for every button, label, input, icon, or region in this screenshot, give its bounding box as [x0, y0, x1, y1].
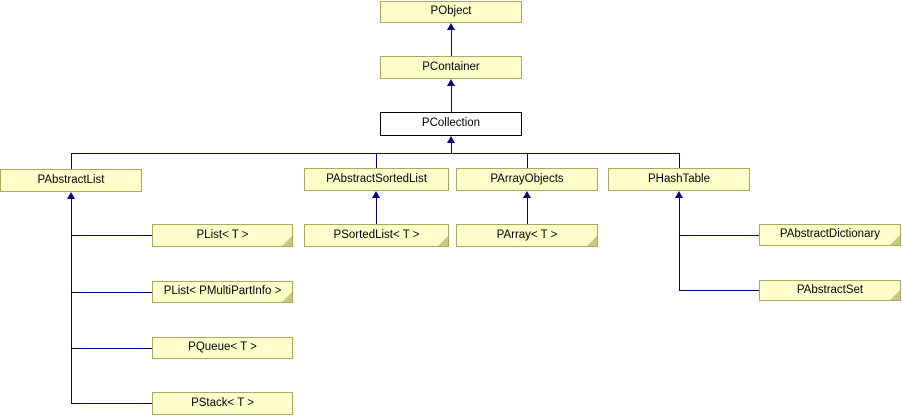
inheritance-arrow-up-icon	[675, 191, 683, 198]
inheritance-arrow-up-icon	[523, 191, 531, 198]
connector-line	[71, 235, 152, 236]
class-node-plist-pmultipartinfo[interactable]: PList< PMultiPartInfo >	[152, 281, 293, 303]
connector-line	[679, 290, 759, 291]
inheritance-arrow-up-icon	[67, 192, 75, 199]
class-node-parray-t[interactable]: PArray< T >	[456, 224, 598, 247]
connector-line	[71, 403, 152, 404]
connector-line	[451, 84, 452, 112]
connector-line	[451, 28, 452, 56]
connector-line	[71, 153, 72, 169]
inheritance-arrow-up-icon	[372, 191, 380, 198]
class-node-pstack-t[interactable]: PStack< T >	[152, 392, 293, 415]
inheritance-arrow-up-icon	[447, 23, 455, 30]
class-node-pabstractlist[interactable]: PAbstractList	[0, 169, 142, 192]
class-node-pqueue-t[interactable]: PQueue< T >	[152, 337, 293, 359]
class-node-plist-t[interactable]: PList< T >	[152, 224, 293, 247]
class-node-pcontainer[interactable]: PContainer	[380, 56, 522, 79]
connector-line	[71, 348, 152, 349]
connector-line	[527, 153, 528, 168]
connector-line	[679, 153, 680, 168]
connector-line	[451, 141, 452, 153]
connector-line	[71, 198, 72, 404]
class-node-pabstractsortedlist[interactable]: PAbstractSortedList	[304, 168, 449, 191]
class-node-psortedlist-t[interactable]: PSortedList< T >	[304, 224, 449, 247]
connector-line	[679, 197, 680, 291]
connector-line	[679, 235, 759, 236]
connector-line	[376, 153, 377, 168]
inheritance-arrow-up-icon	[447, 136, 455, 143]
class-node-parrayobjects[interactable]: PArrayObjects	[456, 168, 598, 191]
inheritance-arrow-up-icon	[447, 79, 455, 86]
class-node-pabstractdictionary[interactable]: PAbstractDictionary	[759, 224, 901, 246]
connector-line	[71, 292, 152, 293]
connector-line	[71, 153, 680, 154]
class-node-pobject[interactable]: PObject	[380, 1, 522, 23]
class-node-pabstractset[interactable]: PAbstractSet	[759, 280, 901, 301]
connector-line	[376, 197, 377, 224]
class-node-phashtable[interactable]: PHashTable	[608, 168, 750, 191]
connector-line	[527, 197, 528, 224]
class-node-pcollection: PCollection	[380, 112, 522, 136]
